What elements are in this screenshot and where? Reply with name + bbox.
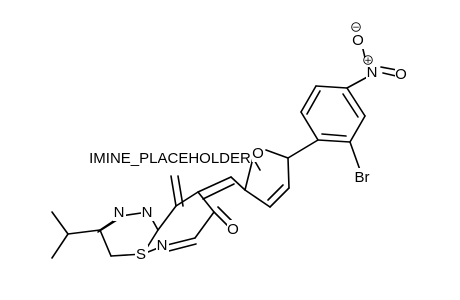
negative-charge-circle xyxy=(351,22,361,32)
ring-nitrogen-1: N xyxy=(113,203,126,221)
positive-charge-sign: + xyxy=(364,56,372,66)
atom-n-label: N xyxy=(142,204,153,221)
sulfur-label: S xyxy=(135,245,148,263)
atom-labels: IMINE_PLACEHOLDER N N N S O O Br xyxy=(89,22,408,263)
bromine-label: Br xyxy=(351,168,373,186)
atom-o-label: O xyxy=(252,145,264,162)
atom-o-label: O xyxy=(395,66,407,83)
atom-n-label: N xyxy=(157,237,168,254)
atom-br-label: Br xyxy=(355,169,370,186)
nitro-oxygen-top-label: O − xyxy=(351,22,365,49)
atom-n-label: N xyxy=(367,64,378,81)
furan-oxygen-label: O xyxy=(252,144,265,162)
nitro-nitrogen-label: N + xyxy=(363,55,379,81)
positive-charge-circle xyxy=(363,55,373,65)
negative-charge-sign: − xyxy=(352,23,360,33)
carbonyl-oxygen-label: O xyxy=(227,220,240,238)
ring-nitrogen-2: N xyxy=(141,203,154,221)
imine-nh-label: IMINE_PLACEHOLDER xyxy=(89,150,251,167)
atom-o-label: O xyxy=(352,32,364,49)
atom-s-label: S xyxy=(136,246,146,263)
atom-o-label: O xyxy=(227,221,239,238)
atom-n-label: N xyxy=(114,204,125,221)
imine-label: IMINE_PLACEHOLDER xyxy=(89,149,251,167)
nitro-oxygen-right-label: O xyxy=(395,65,408,83)
ring-nitrogen-3: N xyxy=(156,236,169,254)
